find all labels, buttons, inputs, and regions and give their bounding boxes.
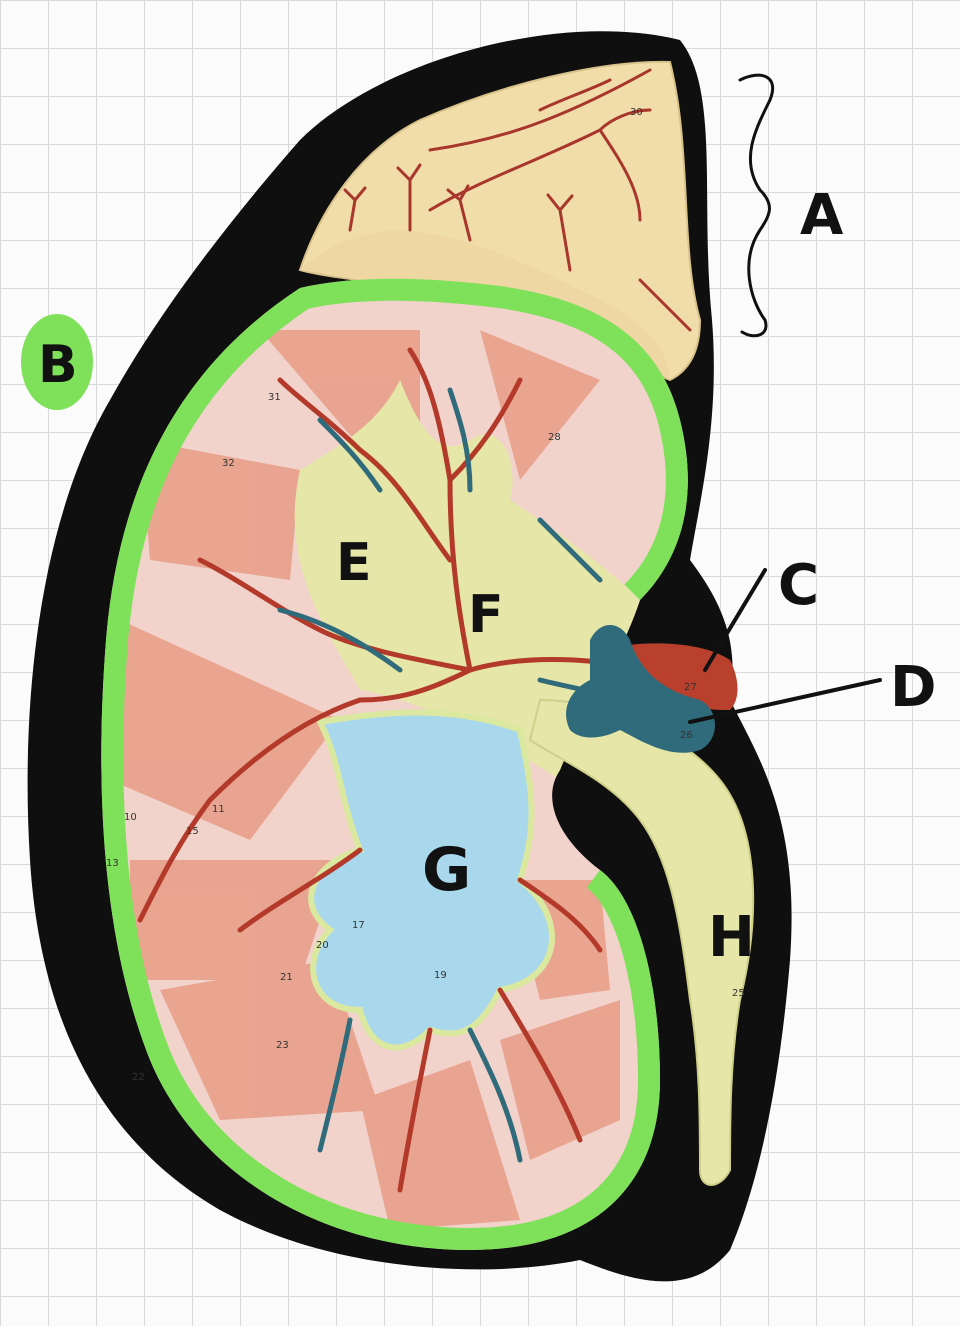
label-f: F: [468, 585, 504, 645]
model-number: 32: [222, 458, 235, 469]
renal-pelvis: [308, 709, 556, 1051]
annotation-b: B: [21, 314, 93, 410]
label-e: E: [336, 533, 372, 593]
model-number: 23: [276, 1040, 289, 1051]
model-number: 28: [548, 432, 561, 443]
model-number: 11: [212, 804, 225, 815]
model-number: 10: [124, 812, 137, 823]
label-d: D: [890, 655, 936, 720]
model-number: 17: [352, 920, 365, 931]
renal-sinus: [294, 380, 640, 780]
label-a: A: [800, 183, 844, 248]
adrenal-gland: [298, 60, 702, 382]
label-h: H: [708, 905, 755, 970]
model-number: 20: [316, 940, 329, 951]
renal-cortex-highlight: [101, 278, 688, 1251]
model-number: 19: [434, 970, 447, 981]
annotation-c: C: [703, 553, 819, 672]
model-number: 13: [106, 858, 119, 869]
renal-vessels: [137, 347, 723, 1193]
model-numbers: 30 31 28 32 27 26 25 22 23 21 17 19 20 1…: [106, 107, 745, 1083]
renal-vein: [566, 625, 715, 753]
ureter: [528, 698, 755, 1186]
model-number: 27: [684, 682, 697, 693]
label-c: C: [778, 553, 819, 618]
model-number: 22: [132, 1072, 145, 1083]
model-number: 21: [280, 972, 293, 983]
model-number: 25: [732, 988, 745, 999]
label-b: B: [38, 335, 78, 395]
model-number: 26: [680, 730, 693, 741]
model-number: 31: [268, 392, 281, 403]
annotation-a: A: [738, 73, 844, 338]
annotation-d: D: [688, 655, 936, 724]
model-number: 30: [630, 107, 643, 118]
label-g: G: [422, 835, 471, 905]
model-number: 15: [186, 826, 199, 837]
